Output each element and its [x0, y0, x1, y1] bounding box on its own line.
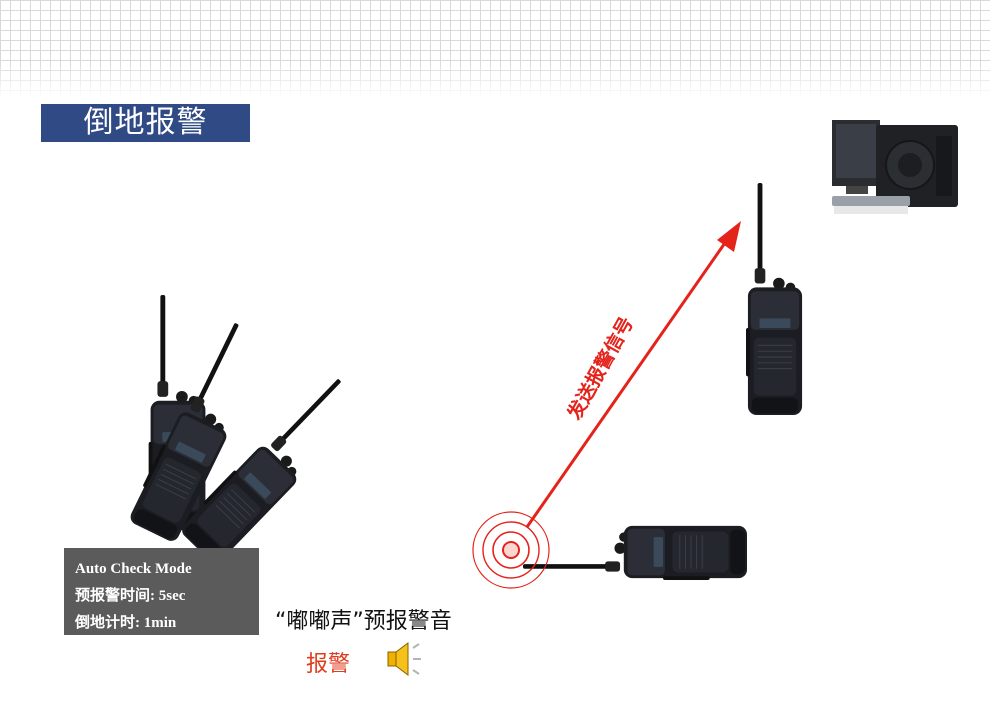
speaker-icon	[387, 642, 421, 676]
info-pre-alarm-time: 预报警时间: 5sec	[75, 588, 186, 604]
signal-wave-icon	[472, 511, 550, 589]
send-signal-arrow	[525, 221, 741, 528]
computer-icon	[832, 120, 958, 214]
radio-fallen	[522, 525, 748, 580]
info-mode: Auto Check Mode	[75, 561, 192, 577]
auto-check-info-box: Auto Check Mode 预报警时间: 5sec 倒地计时: 1min	[64, 548, 259, 635]
alarm-label: 报警	[306, 652, 351, 677]
info-fall-timer: 倒地计时: 1min	[75, 615, 177, 631]
radio-receiver	[746, 183, 803, 415]
beep-caption: “嘟嘟声”预报警音	[275, 609, 452, 634]
background-grid	[0, 0, 990, 100]
slide-title: 倒地报警	[41, 104, 250, 142]
